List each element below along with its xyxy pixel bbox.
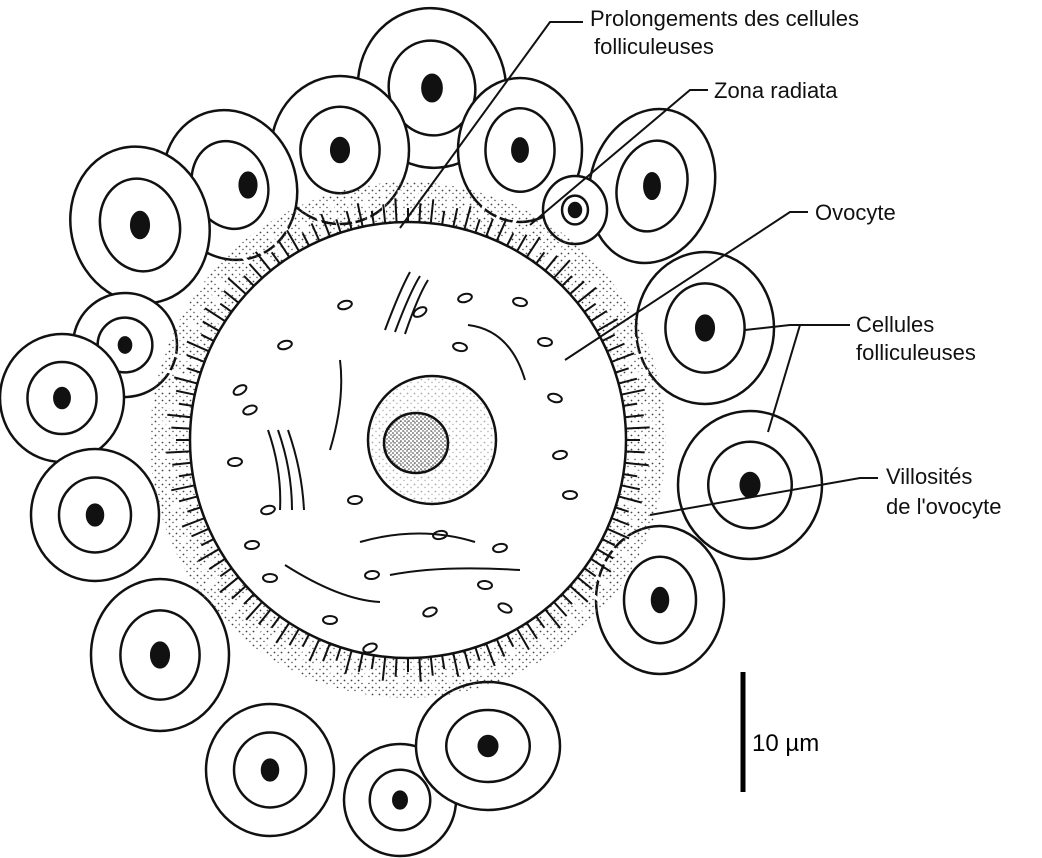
oocyte-villus <box>171 428 190 429</box>
organelle-vesicle <box>538 337 553 346</box>
follicular-cell-nucleus <box>131 212 149 238</box>
organelle-vesicle <box>478 580 493 589</box>
zona-radiata-slit <box>399 658 400 690</box>
follicular-cell-nucleus <box>741 473 760 497</box>
zona-radiata-slit <box>625 455 657 457</box>
label-cellules-line2: folliculeuses <box>856 340 976 366</box>
follicular-cell-nucleus <box>512 138 527 161</box>
label-villosites-line1: Villosités <box>886 464 972 490</box>
oocyte-villus <box>396 658 397 677</box>
zona-radiata-slit <box>159 455 191 457</box>
label-prolongements-line2: folliculeuses <box>594 34 714 60</box>
label-ovocyte: Ovocyte <box>815 200 896 226</box>
label-villosites-line2: de l'ovocyte <box>886 494 1002 520</box>
organelle-vesicle <box>563 491 577 499</box>
organelle-vesicle <box>348 495 363 504</box>
organelle-vesicle <box>245 540 260 549</box>
scale-bar-label: 10 µm <box>752 730 819 758</box>
follicular-cell-nucleus <box>652 588 668 612</box>
oocyte-villus <box>419 658 420 682</box>
zona-radiata-slit <box>625 423 657 425</box>
label-prolongements-line1: Prolongements des cellules <box>590 6 859 32</box>
organelle-vesicle <box>228 457 243 466</box>
follicular-cell-nucleus <box>422 75 441 101</box>
follicular-cell-nucleus <box>393 792 406 809</box>
follicular-cell-nucleus <box>119 337 131 352</box>
follicular-cell-nucleus <box>240 173 257 198</box>
label-cellules-line1: Cellules <box>856 312 934 338</box>
follicular-cell-nucleus <box>696 316 714 341</box>
oocyte-villus <box>395 198 396 222</box>
zona-radiata-slit <box>399 190 400 222</box>
organelle-vesicle <box>263 574 277 582</box>
follicular-cell-nucleus <box>54 388 69 408</box>
follicular-cell-nucleus <box>87 505 103 526</box>
oocyte-villus <box>166 451 190 452</box>
oocyte-villus <box>626 427 650 428</box>
follicular-cell-nucleus <box>331 138 349 162</box>
oocyte-villus <box>419 203 420 222</box>
follicular-cell-nucleus <box>569 203 581 217</box>
zona-radiata-slit <box>159 423 191 425</box>
label-zona-radiata: Zona radiata <box>714 78 838 104</box>
organelle-vesicle <box>365 570 380 579</box>
follicular-cell-nucleus <box>479 736 498 756</box>
zona-radiata-slit <box>416 658 417 690</box>
organelle-vesicle <box>323 616 337 624</box>
follicular-cell-nucleus <box>644 173 659 199</box>
leader-line-cellules-2 <box>768 325 850 432</box>
follicular-cell-nucleus <box>151 643 169 668</box>
follicular-cell-nucleus <box>262 760 278 781</box>
oocyte-nucleolus <box>384 413 448 473</box>
oocyte-villus <box>626 451 645 452</box>
